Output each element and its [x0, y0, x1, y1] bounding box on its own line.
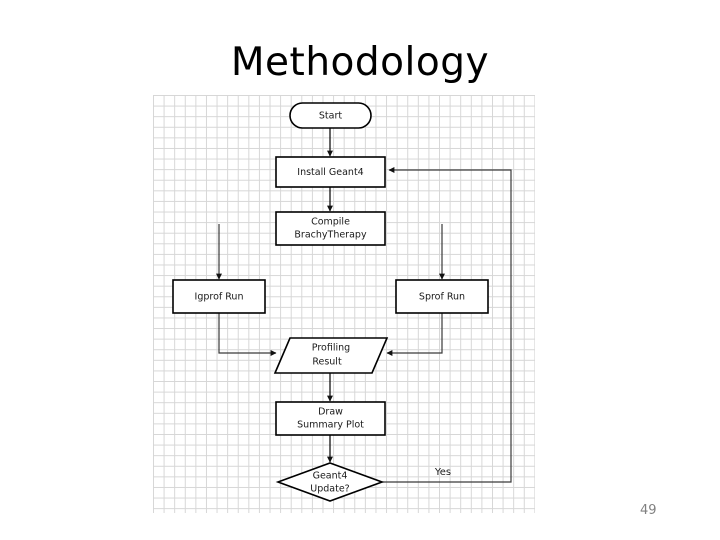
connector-igprof-to-result: [218, 313, 277, 356]
node-geant4-update-label-line1: Geant4: [313, 471, 348, 482]
node-draw-summary-plot-label-line1: Draw: [318, 407, 343, 418]
node-install-geant4-label: Install Geant4: [297, 167, 363, 178]
page-title: Methodology: [230, 40, 490, 85]
flowchart-diagram: Start Install Geant4 Compile BrachyThera…: [172, 102, 512, 502]
connector-sprof-to-result: [386, 313, 443, 356]
node-compile-brachytherapy[interactable]: Compile BrachyTherapy: [275, 211, 386, 246]
node-profiling-result-label-line2: Result: [312, 357, 342, 368]
node-start-label: Start: [319, 111, 342, 122]
node-compile-brachytherapy-label-line1: Compile: [311, 217, 350, 228]
node-start[interactable]: Start: [289, 102, 372, 129]
node-draw-summary-plot[interactable]: Draw Summary Plot: [275, 401, 386, 436]
methodology-flowchart-figure: Start Install Geant4 Compile BrachyThera…: [153, 95, 535, 513]
node-igprof-run[interactable]: Igprof Run: [172, 279, 266, 314]
node-igprof-run-label: Igprof Run: [195, 292, 244, 303]
page-number: 49: [640, 503, 657, 518]
node-draw-summary-plot-label-line2: Summary Plot: [297, 420, 364, 431]
node-profiling-result-label-line1: Profiling: [312, 343, 350, 354]
node-geant4-update-decision[interactable]: Geant4 Update?: [275, 462, 385, 502]
node-install-geant4[interactable]: Install Geant4: [275, 156, 386, 188]
node-compile-brachytherapy-label-line2: BrachyTherapy: [294, 230, 367, 241]
node-sprof-run-label: Sprof Run: [419, 292, 465, 303]
connector-yes-feedback-loop: [382, 167, 512, 483]
node-sprof-run[interactable]: Sprof Run: [395, 279, 489, 314]
edge-label-yes: Yes: [434, 467, 451, 478]
node-geant4-update-label-line2: Update?: [310, 484, 349, 495]
node-profiling-result[interactable]: Profiling Result: [273, 337, 389, 374]
